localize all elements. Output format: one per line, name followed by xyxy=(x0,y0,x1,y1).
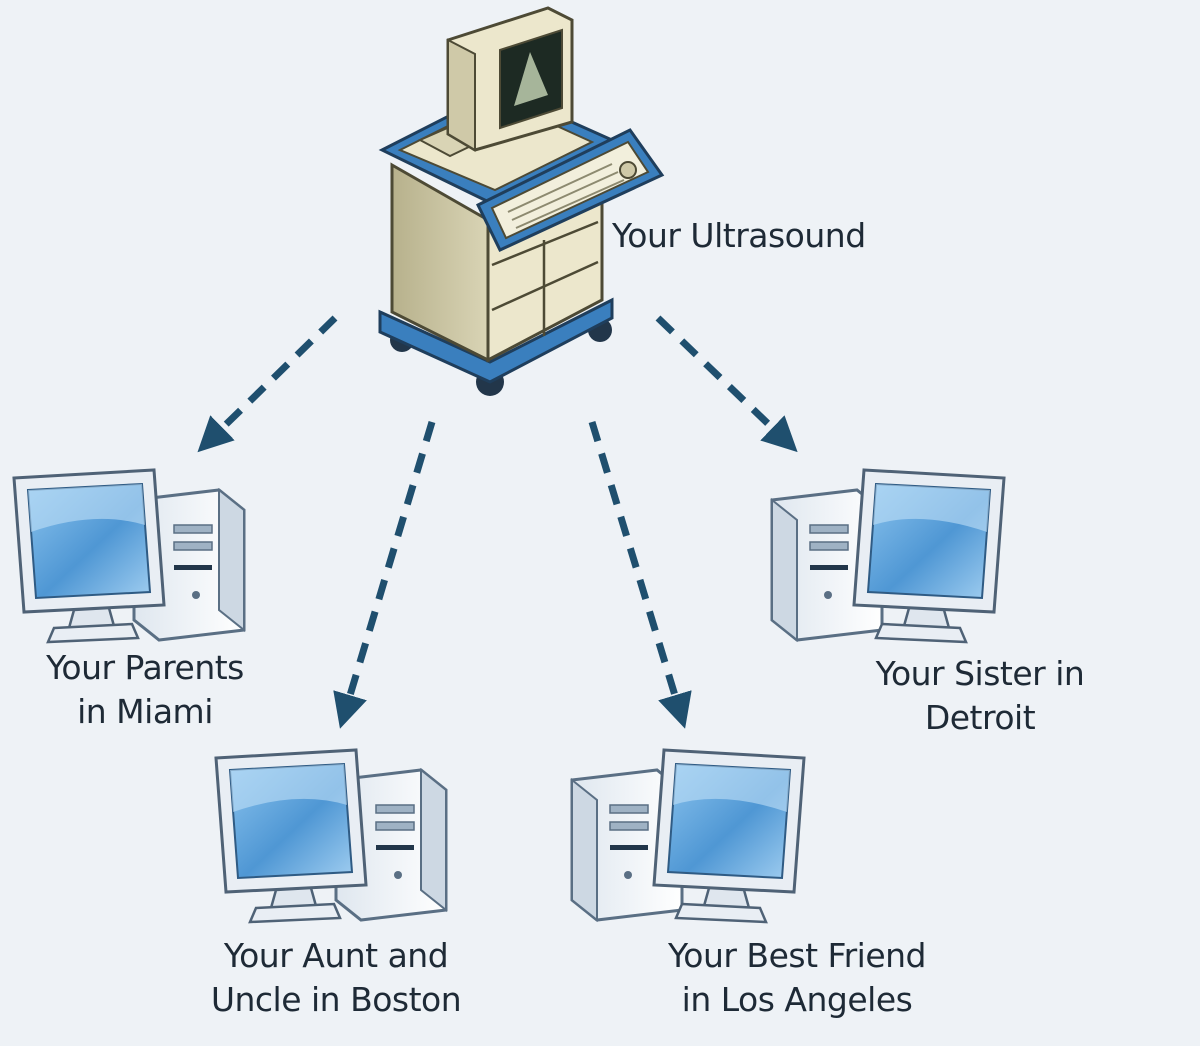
desktop-computer-icon xyxy=(12,468,246,644)
target-label-sister: Your Sister in Detroit xyxy=(845,652,1115,740)
source-label: Your Ultrasound xyxy=(612,214,866,258)
arrow-to-aunt-uncle xyxy=(333,420,436,729)
dashed-arrow-icon xyxy=(197,315,798,729)
target-label-line: in Miami xyxy=(77,692,213,731)
arrow-to-sister xyxy=(655,315,798,453)
target-label-line: Detroit xyxy=(924,698,1036,737)
target-label-line: Your Sister in xyxy=(875,654,1085,693)
target-label-aunt-uncle: Your Aunt and Uncle in Boston xyxy=(186,934,486,1022)
desktop-computer-icon xyxy=(770,468,1006,644)
ultrasound-machine-icon xyxy=(378,6,665,396)
target-label-line: in Los Angeles xyxy=(681,980,913,1019)
arrow-to-parents xyxy=(197,315,338,453)
desktop-computer-icon xyxy=(570,748,806,924)
target-label-best-friend: Your Best Friend in Los Angeles xyxy=(632,934,962,1022)
target-label-line: Your Best Friend xyxy=(668,936,926,975)
target-label-line: Uncle in Boston xyxy=(210,980,462,1019)
desktop-computer-icon xyxy=(214,748,448,924)
source-label-text: Your Ultrasound xyxy=(612,216,866,255)
arrow-to-best-friend xyxy=(588,420,692,729)
target-label-parents: Your Parents in Miami xyxy=(10,646,280,734)
target-label-line: Your Parents xyxy=(46,648,244,687)
target-label-line: Your Aunt and xyxy=(223,936,449,975)
